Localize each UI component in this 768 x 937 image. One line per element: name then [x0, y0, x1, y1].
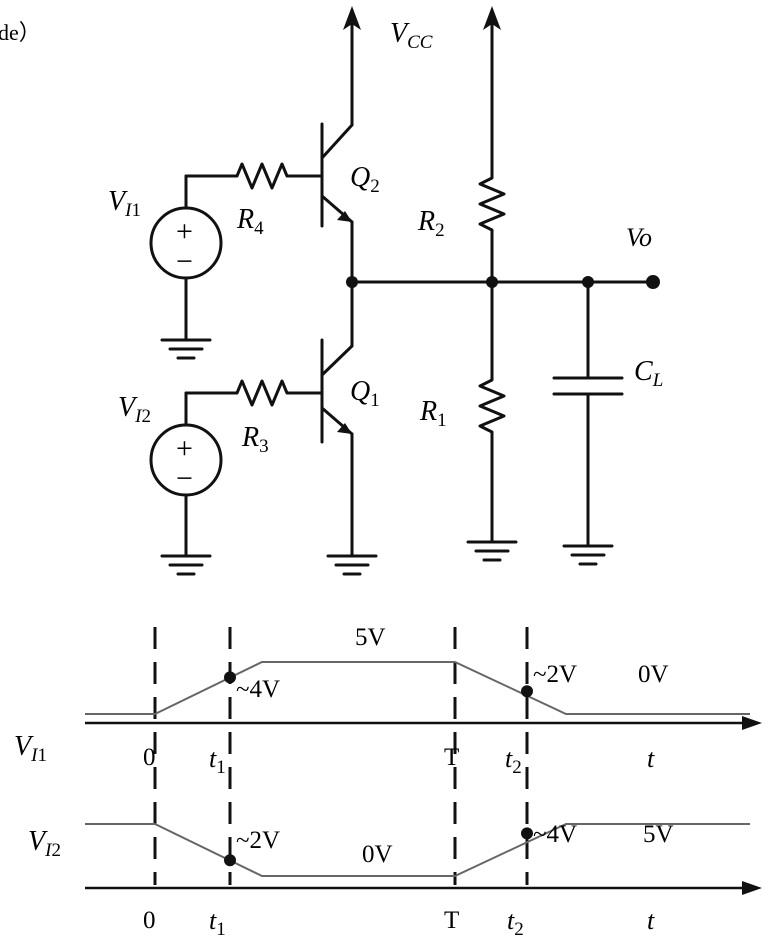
vi2-tick-T: T: [444, 907, 459, 934]
resistor-r1: [466, 280, 518, 562]
vi1-low-label: 0V: [638, 661, 669, 688]
arrow-right-icon: [742, 716, 762, 730]
caption-fragment: de）: [0, 20, 41, 45]
vi1-axis-t: t: [647, 744, 655, 773]
vi1-waveform: [85, 661, 750, 715]
vi1-t1-point: [224, 671, 236, 684]
vi2-axis-t: t: [647, 906, 655, 935]
vi1-source-label: VI1: [108, 186, 141, 221]
vi1-high-label: 5V: [355, 624, 386, 651]
resistor-r2: [478, 168, 506, 284]
r2-label: R2: [417, 206, 445, 241]
vi2-waveform: [85, 823, 750, 877]
vi1-t2-point: [521, 685, 533, 698]
plus-sign: +: [176, 215, 193, 248]
arrow-up-icon: [343, 6, 361, 30]
minus-sign: −: [176, 245, 193, 278]
q1-label: Q1: [350, 376, 380, 411]
vi1-tick-zero: 0: [143, 744, 156, 771]
vi1-tick-t2: t2: [505, 744, 522, 778]
vcc-rail-right: [483, 6, 501, 172]
transistor-q1: [320, 280, 378, 576]
vi2-axis-label: VI2: [28, 826, 61, 861]
vi2-t1-value: ~2V: [236, 827, 280, 854]
cl-label: CL: [634, 356, 663, 391]
vi2-high-label: 5V: [643, 821, 674, 848]
vi1-tick-t1: t1: [209, 744, 226, 778]
minus-sign: −: [176, 462, 193, 495]
voltage-source-vi2: [149, 391, 223, 576]
capacitor-cl: [552, 280, 624, 566]
r4-label: R4: [236, 204, 264, 239]
q2-label: Q2: [350, 162, 380, 197]
plus-sign: +: [176, 432, 193, 465]
vi2-t2-value: ~4V: [533, 821, 577, 848]
r1-label: R1: [419, 396, 447, 431]
vi1-axis-label: VI1: [14, 731, 47, 766]
vi2-t1-point: [224, 854, 236, 867]
timing-diagram: [85, 627, 762, 895]
vi2-source-label: VI2: [118, 392, 151, 427]
output-terminal: [646, 275, 660, 289]
vi2-tick-t1: t1: [209, 906, 226, 937]
resistor-r3: [184, 379, 324, 407]
vcc-label: VCC: [390, 18, 433, 53]
vi2-tick-zero: 0: [143, 907, 156, 934]
arrow-right-icon: [742, 881, 762, 895]
arrow-up-icon: [483, 6, 501, 30]
voltage-source-vi1: [149, 174, 223, 360]
vi2-tick-t2: t2: [507, 906, 524, 937]
r3-label: R3: [241, 422, 269, 457]
vi1-tick-T: T: [444, 744, 459, 771]
output-node-wire: [346, 275, 660, 289]
vi1-t2-value: ~2V: [533, 661, 577, 688]
vi1-t1-value: ~4V: [236, 676, 280, 703]
vi2-t2-point: [521, 827, 533, 840]
vo-label: Vo: [626, 223, 652, 252]
transistor-q2: [320, 122, 354, 284]
vi2-low-label: 0V: [362, 841, 393, 868]
resistor-r4: [184, 162, 324, 190]
vcc-rail-left: [343, 6, 361, 127]
